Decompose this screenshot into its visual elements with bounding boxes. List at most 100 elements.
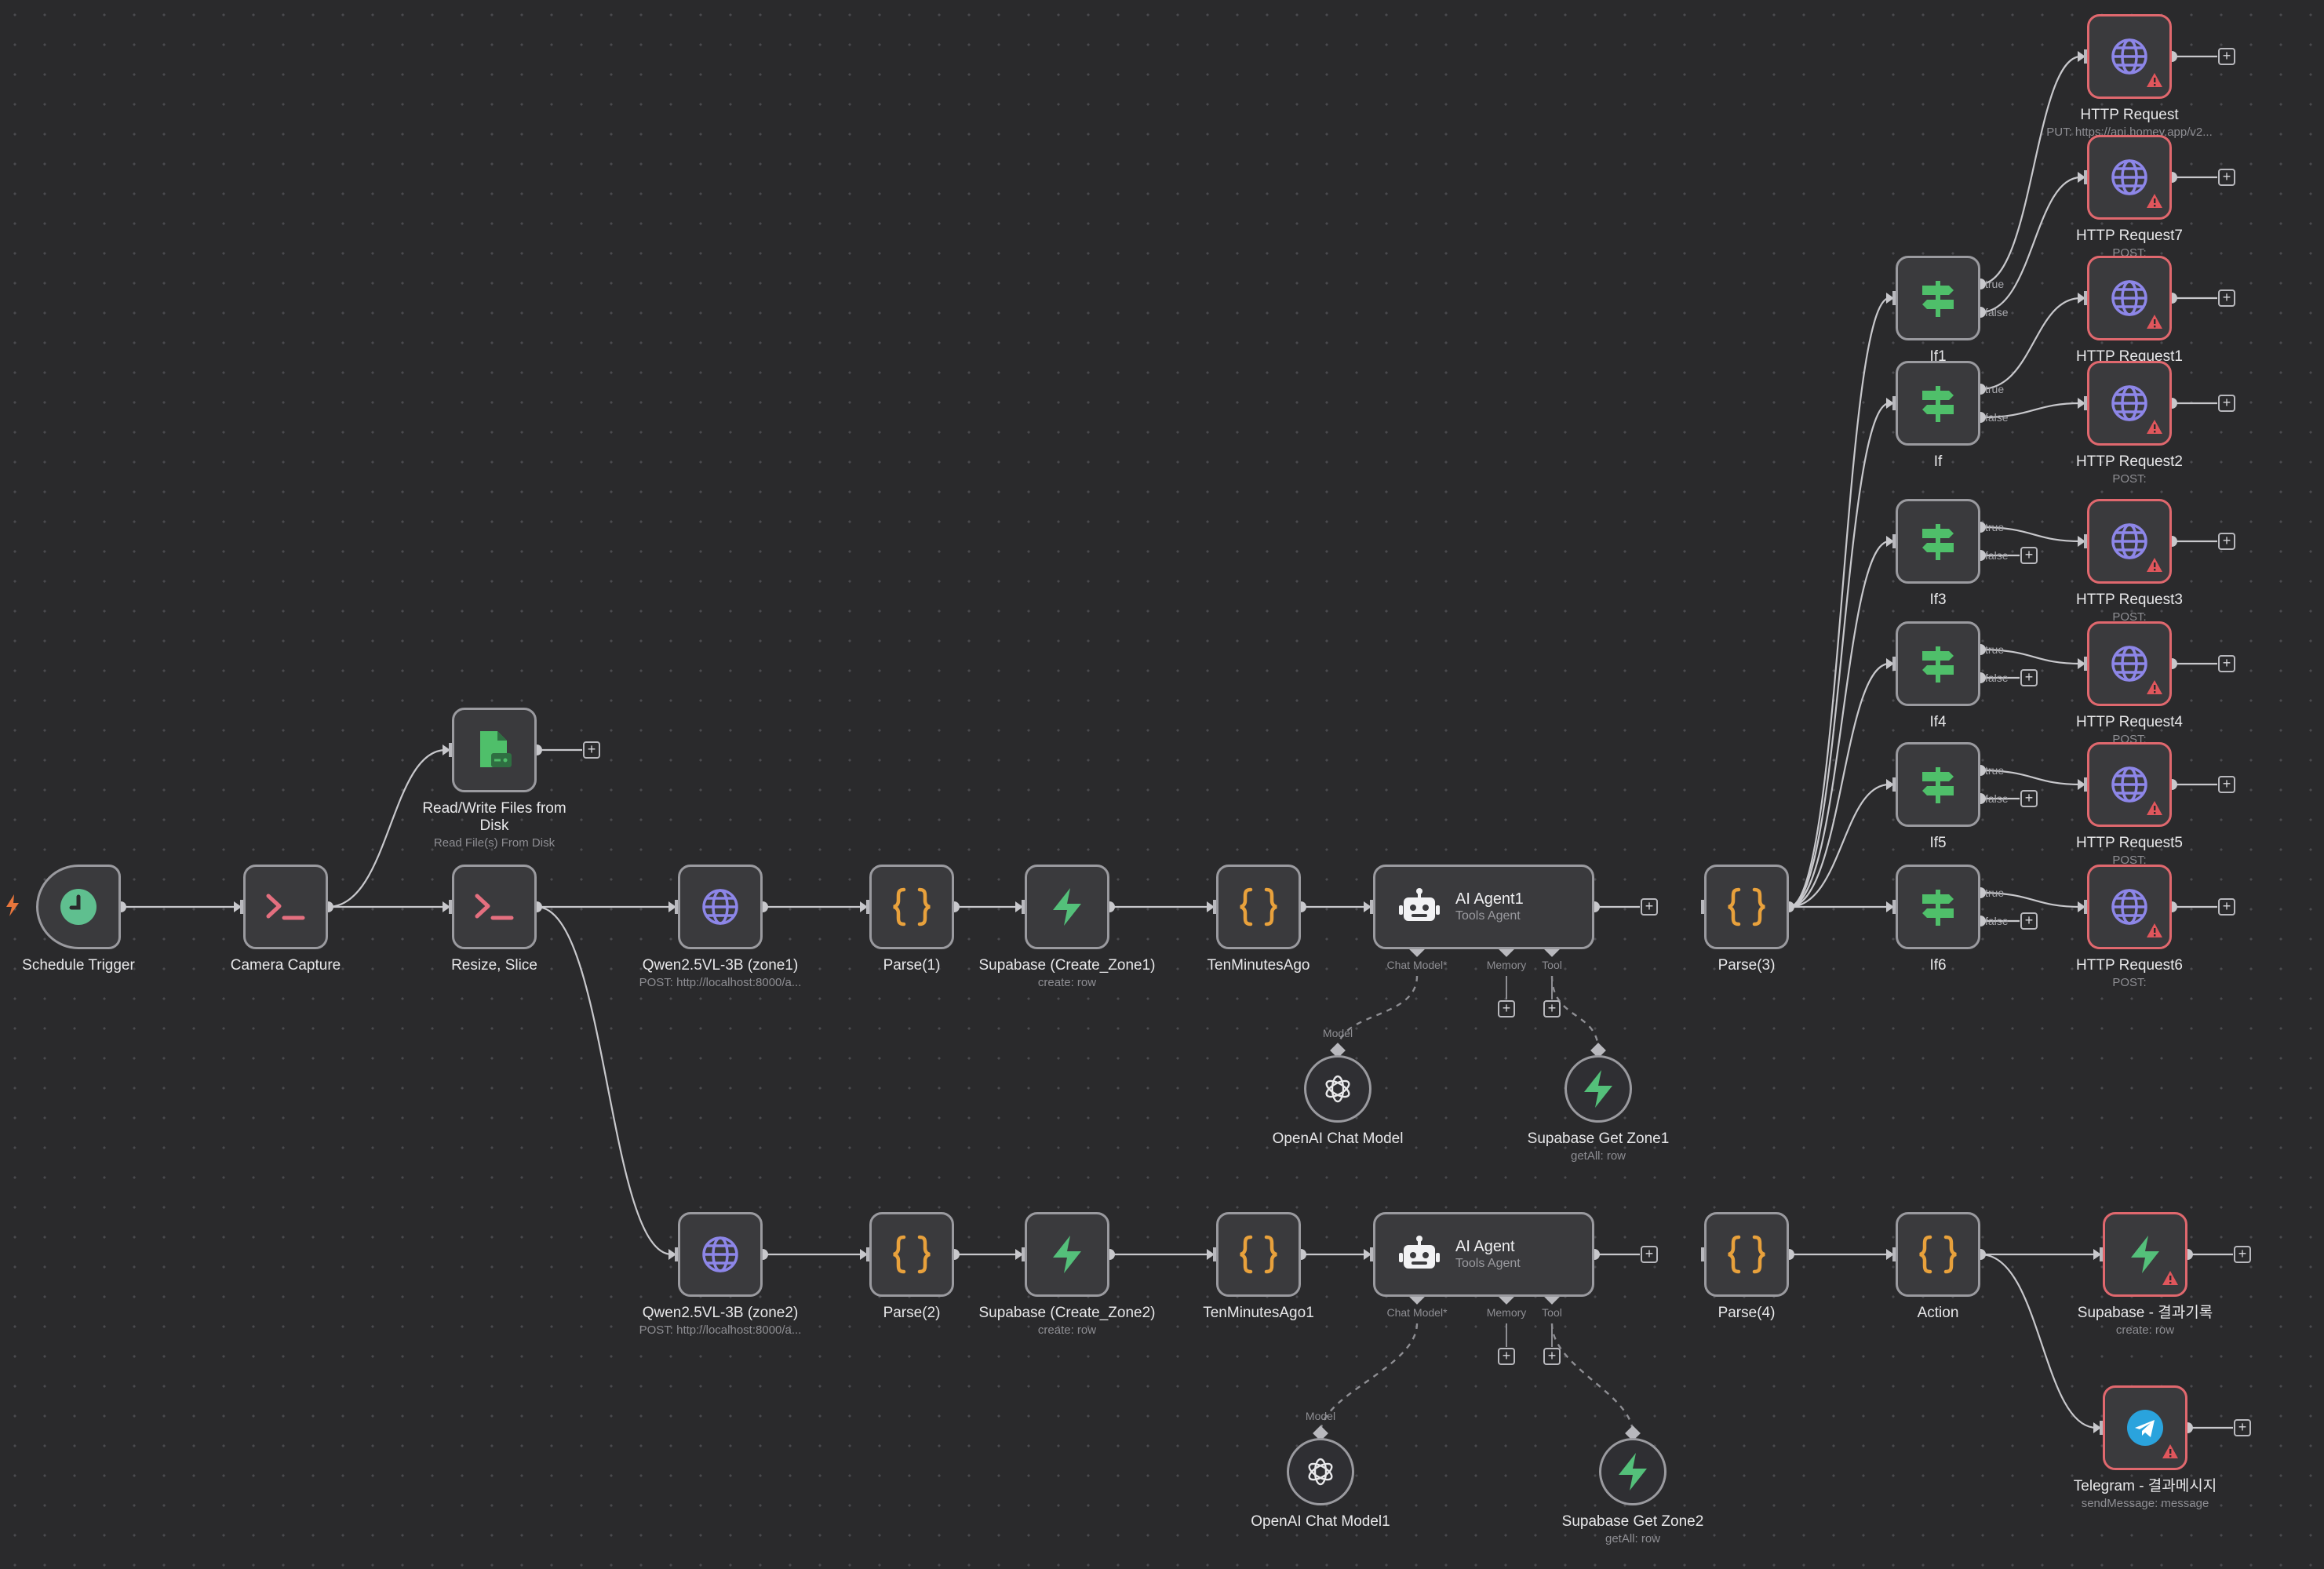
- globe-icon: [2109, 157, 2150, 198]
- add-node-button[interactable]: +: [2218, 169, 2235, 186]
- node-supa1[interactable]: [1025, 865, 1109, 949]
- add-node-button[interactable]: +: [2234, 1246, 2251, 1263]
- add-node-button[interactable]: +: [2234, 1419, 2251, 1436]
- node-supares[interactable]: [2103, 1212, 2187, 1297]
- add-sub-node-button[interactable]: +: [1498, 1000, 1515, 1017]
- memory-port-label: Memory: [1486, 959, 1527, 971]
- node-http7[interactable]: [2087, 135, 2172, 220]
- globe-icon: [700, 1234, 741, 1275]
- node-label: Qwen2.5VL-3B (zone2): [642, 1305, 799, 1321]
- add-node-button[interactable]: +: [2218, 898, 2235, 916]
- edge-arrow: [443, 744, 450, 755]
- edge-line: [1980, 1253, 2097, 1429]
- node-label: HTTP Request2: [2076, 453, 2183, 470]
- add-node-button[interactable]: +: [2218, 395, 2235, 412]
- edge-arrow: [1207, 1249, 1215, 1260]
- false-branch-label: false: [1985, 549, 2009, 562]
- add-node-button[interactable]: +: [2218, 776, 2235, 793]
- add-false-branch-button[interactable]: +: [2020, 669, 2038, 686]
- node-telegram[interactable]: [2103, 1385, 2187, 1470]
- node-subtitle: POST:: [2112, 976, 2147, 989]
- node-http4[interactable]: [2087, 621, 2172, 706]
- node-http[interactable]: [2087, 14, 2172, 99]
- add-node-button[interactable]: +: [2218, 533, 2235, 550]
- node-label: Telegram - 결과메시지: [2073, 1478, 2217, 1494]
- bolt-icon: [1614, 1451, 1652, 1492]
- add-false-branch-button[interactable]: +: [2020, 790, 2038, 807]
- node-subtitle: create: row: [1037, 976, 1097, 989]
- add-node-button[interactable]: +: [1641, 1246, 1658, 1263]
- node-supa2[interactable]: [1025, 1212, 1109, 1297]
- node-camera[interactable]: [243, 865, 328, 949]
- node-if6[interactable]: [1896, 865, 1980, 949]
- false-branch-label: false: [1985, 306, 2009, 319]
- add-node-button[interactable]: +: [1641, 898, 1658, 916]
- edge-arrow: [1886, 536, 1894, 547]
- telegram-icon: [2125, 1407, 2166, 1448]
- node-openai2[interactable]: [1287, 1438, 1354, 1505]
- node-if5[interactable]: [1896, 742, 1980, 827]
- memory-port-label: Memory: [1486, 1306, 1527, 1319]
- node-subtitle: getAll: row: [1605, 1532, 1661, 1545]
- node-label: If6: [1929, 957, 1947, 974]
- node-subtitle: sendMessage: message: [2081, 1497, 2209, 1510]
- node-parse3[interactable]: [1704, 865, 1789, 949]
- node-http2[interactable]: [2087, 361, 2172, 446]
- edge-arrow: [2078, 172, 2085, 183]
- edge-arrow: [1886, 779, 1894, 790]
- node-resize[interactable]: [452, 865, 537, 949]
- add-node-button[interactable]: +: [2218, 48, 2235, 65]
- node-label: If: [1933, 453, 1943, 470]
- robot-icon: [1399, 888, 1440, 926]
- node-parse2[interactable]: [869, 1212, 954, 1297]
- model-port-label: Model: [1305, 1410, 1336, 1422]
- node-parse1[interactable]: [869, 865, 954, 949]
- node-if4[interactable]: [1896, 621, 1980, 706]
- add-sub-node-button[interactable]: +: [1543, 1000, 1561, 1017]
- bolt-icon: [1048, 1234, 1086, 1275]
- node-ten2[interactable]: [1216, 1212, 1301, 1297]
- node-qwen1[interactable]: [678, 865, 763, 949]
- node-http6[interactable]: [2087, 865, 2172, 949]
- node-openai1[interactable]: [1304, 1055, 1371, 1123]
- node-schedule[interactable]: [36, 865, 121, 949]
- true-branch-label: true: [1985, 764, 2005, 777]
- add-sub-node-button[interactable]: +: [1498, 1348, 1515, 1365]
- node-label: If5: [1929, 835, 1947, 851]
- node-qwen2[interactable]: [678, 1212, 763, 1297]
- node-action[interactable]: [1896, 1212, 1980, 1297]
- node-parse4[interactable]: [1704, 1212, 1789, 1297]
- globe-icon: [2109, 36, 2150, 77]
- tool-port-label: Tool: [1542, 1306, 1562, 1319]
- add-node-button[interactable]: +: [2218, 289, 2235, 307]
- warning-icon: [2146, 800, 2163, 820]
- globe-icon: [2109, 886, 2150, 927]
- add-false-branch-button[interactable]: +: [2020, 912, 2038, 930]
- node-ten1[interactable]: [1216, 865, 1301, 949]
- node-label: HTTP Request4: [2076, 714, 2183, 730]
- node-if[interactable]: [1896, 361, 1980, 446]
- add-false-branch-button[interactable]: +: [2020, 547, 2038, 564]
- node-if1[interactable]: [1896, 256, 1980, 340]
- bolt-icon: [2126, 1234, 2164, 1275]
- node-label: OpenAI Chat Model1: [1251, 1513, 1390, 1530]
- node-sgz1[interactable]: [1565, 1055, 1632, 1123]
- node-sgz2[interactable]: [1599, 1438, 1667, 1505]
- warning-icon: [2146, 557, 2163, 577]
- signpost-icon: [1918, 521, 1958, 562]
- braces-icon: [1237, 886, 1280, 927]
- chat_model-port-label: Chat Model*: [1386, 1306, 1448, 1319]
- node-label: If3: [1929, 592, 1947, 608]
- add-node-button[interactable]: +: [2218, 655, 2235, 672]
- add-node-button[interactable]: +: [583, 741, 600, 759]
- node-http1[interactable]: [2087, 256, 2172, 340]
- node-if3[interactable]: [1896, 499, 1980, 584]
- node-http3[interactable]: [2087, 499, 2172, 584]
- node-http5[interactable]: [2087, 742, 2172, 827]
- edge-line: [1788, 402, 1890, 908]
- add-sub-node-button[interactable]: +: [1543, 1348, 1561, 1365]
- node-rwfiles[interactable]: [452, 708, 537, 792]
